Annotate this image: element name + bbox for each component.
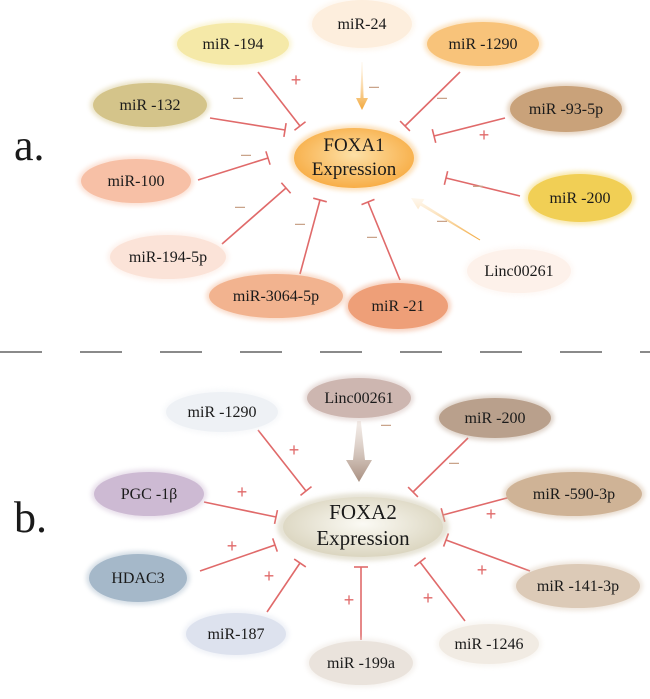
node-label-hdac3: HDAC3 [111, 570, 164, 587]
node-mir-24: miR-24 [309, 0, 415, 51]
inhibition-edge-mir-21 [361, 198, 401, 281]
center-label-foxa1-line2: Expression [312, 159, 397, 180]
node-mir-590-3p: miR -590-3p [503, 469, 645, 519]
edges-foxa2: – + – + + + + + + + [199, 414, 531, 640]
node-mir-187: miR-187 [183, 610, 289, 658]
activation-arrow-linc00261 [411, 198, 481, 241]
inhibition-edge-mir-100 [197, 151, 271, 181]
activation-arrow-mir-24 [356, 62, 368, 110]
center-node-foxa2: FOXA2 Expression [277, 493, 449, 561]
node-mir-194-5p: miR-194-5p [107, 232, 229, 282]
node-mir-141-3p: miR -141-3p [513, 561, 643, 611]
inhibition-edge-mir-132 [209, 117, 287, 138]
node-mir-199a: miR -199a [306, 638, 416, 688]
node-label-mir-187: miR-187 [208, 626, 265, 643]
node-label-mir-24: miR-24 [338, 16, 387, 33]
node-label-pgc-1: PGC -1β [121, 486, 178, 503]
effect-sign-hdac3: + [227, 536, 238, 556]
node-mir-1290: miR -1290 [163, 389, 281, 435]
node-label-mir-1290: miR -1290 [449, 36, 518, 53]
node-mir-3064-5p: miR-3064-5p [206, 271, 346, 321]
node-linc00261: Linc00261 [304, 375, 414, 421]
node-label-mir-194: miR -194 [203, 36, 264, 53]
inhibition-edge-mir-93-5p [431, 117, 506, 143]
effect-sign-mir-24: – [369, 76, 379, 96]
node-hdac3: HDAC3 [86, 551, 190, 605]
node-mir-200: miR -200 [436, 395, 554, 441]
inhibition-edge-mir-1246 [413, 557, 466, 622]
center-label-foxa1-line1: FOXA1 [323, 135, 384, 156]
edges-foxa1: + – – – + – – – – – – [197, 62, 521, 281]
effect-sign-linc00261: – [437, 210, 447, 230]
node-mir-194: miR -194 [174, 20, 292, 68]
node-mir-93-5p: miR -93-5p [507, 83, 625, 135]
node-label-mir-93-5p: miR -93-5p [529, 101, 603, 118]
node-label-mir-1246: miR -1246 [455, 636, 524, 653]
center-node-foxa1: FOXA1 Expression [290, 125, 418, 191]
node-label-mir-132: miR -132 [120, 97, 181, 114]
node-label-mir-590-3p: miR -590-3p [533, 486, 615, 503]
node-mir-1246: miR -1246 [436, 621, 542, 667]
node-mir-1290: miR -1290 [424, 19, 542, 69]
effect-sign-mir-187: + [264, 566, 275, 586]
effect-sign-mir-200: – [473, 175, 483, 195]
activation-arrow-linc00261 [346, 421, 372, 482]
node-label-mir-200: miR -200 [550, 190, 611, 207]
inhibition-edge-mir-194-5p [221, 182, 292, 245]
nodes-foxa1: miR -194 miR-24 miR -1290 miR -132 miR -93-5… [78, 0, 635, 332]
node-pgc-1: PGC -1β [91, 469, 207, 519]
node-mir-100: miR-100 [78, 156, 194, 206]
node-mir-132: miR -132 [90, 80, 210, 130]
effect-sign-mir-141-3p: + [477, 560, 488, 580]
inhibition-edge-mir-194 [257, 71, 307, 131]
panel-label-b: b. [14, 493, 47, 542]
node-label-mir-3064-5p: miR-3064-5p [233, 288, 319, 305]
node-mir-21: miR -21 [345, 280, 451, 332]
node-label-mir-1290: miR -1290 [188, 404, 257, 421]
node-label-linc00261: Linc00261 [484, 263, 553, 280]
node-mir-200: miR -200 [525, 171, 635, 225]
center-label-foxa2-line1: FOXA2 [329, 500, 397, 524]
node-label-mir-200: miR -200 [465, 410, 526, 427]
effect-sign-mir-21: – [367, 226, 377, 246]
effect-sign-mir-194: + [291, 70, 302, 90]
inhibition-edge-mir-187 [266, 558, 307, 613]
effect-sign-mir-1246: + [423, 588, 434, 608]
effect-sign-mir-194-5p: – [235, 196, 245, 216]
inhibition-edge-mir-199a [354, 566, 368, 640]
inhibition-edge-hdac3 [199, 538, 279, 572]
effect-sign-mir-1290: – [437, 87, 447, 107]
node-label-mir-21: miR -21 [372, 298, 425, 315]
effect-sign-mir-93-5p: + [479, 125, 490, 145]
node-label-mir-100: miR-100 [108, 173, 165, 190]
node-label-mir-141-3p: miR -141-3p [537, 578, 619, 595]
node-label-mir-194-5p: miR-194-5p [129, 249, 207, 266]
effect-sign-mir-132: – [233, 87, 243, 107]
inhibition-edge-mir-1290 [399, 71, 461, 132]
inhibition-edge-mir-141-3p [442, 533, 531, 572]
effect-sign-mir-100: – [241, 144, 251, 164]
inhibition-edge-mir-200 [443, 171, 521, 197]
panel-a: +–––+–––––– FOXA1 Expression miR -194miR… [78, 0, 635, 332]
panel-label-a: a. [14, 121, 45, 170]
inhibition-edge-mir-1290 [257, 429, 312, 496]
effect-sign-mir-1290: + [289, 440, 300, 460]
effect-sign-mir-199a: + [344, 590, 355, 610]
inhibition-edge-mir-3064-5p [299, 197, 327, 275]
effect-sign-mir-200: – [449, 452, 459, 472]
effect-sign-pgc-1: + [237, 482, 248, 502]
node-linc00261: Linc00261 [464, 246, 574, 296]
effect-sign-mir-3064-5p: – [295, 213, 305, 233]
node-label-linc00261: Linc00261 [324, 390, 393, 407]
panel-b: – + – + + + + + + + FOXA2 Expression Linc00261 miR… [86, 375, 645, 688]
node-label-mir-199a: miR -199a [327, 655, 395, 672]
center-label-foxa2-line2: Expression [316, 526, 410, 550]
effect-sign-mir-590-3p: + [486, 504, 497, 524]
inhibition-edge-mir-200 [407, 437, 469, 498]
inhibition-edge-pgc-1 [203, 501, 279, 525]
effect-sign-linc00261: – [381, 414, 391, 434]
